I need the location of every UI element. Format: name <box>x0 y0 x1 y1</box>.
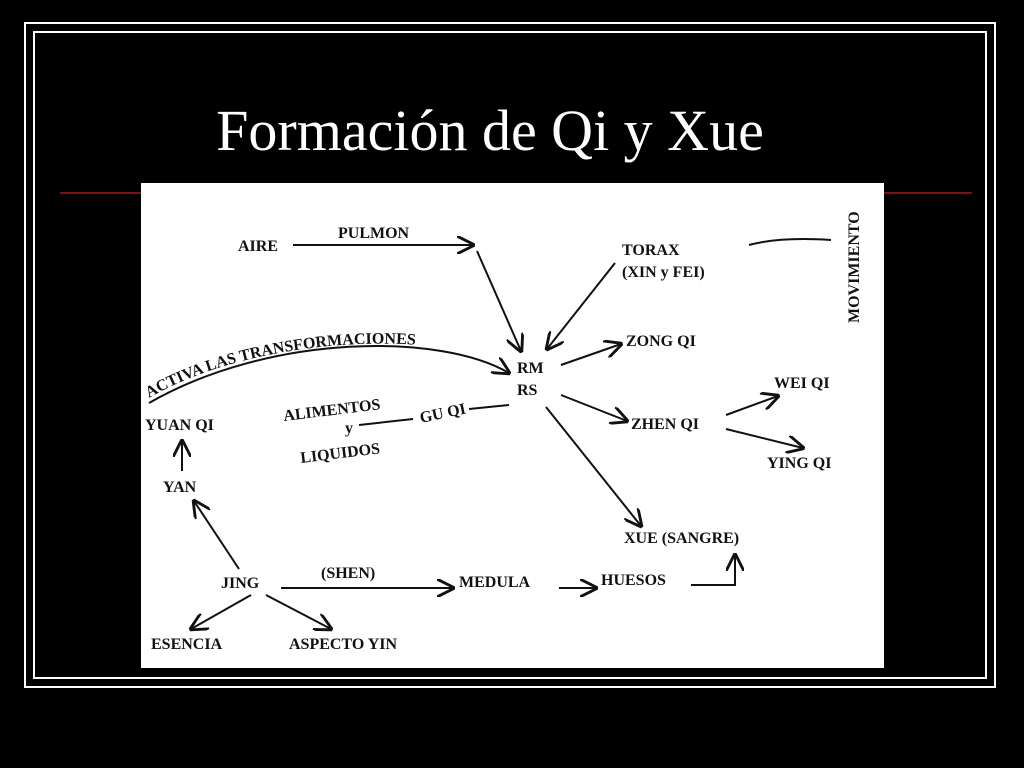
node-alimentos: ALIMENTOS <box>282 396 381 425</box>
title-rule-left <box>60 192 142 194</box>
arrow-torax-rm <box>547 262 616 349</box>
line-movimiento-torax <box>748 238 832 246</box>
diagram-panel: AIRE PULMON TORAX (XIN y FEI) MOVIMIENTO… <box>141 183 884 668</box>
slide-title: Formación de Qi y Xue <box>216 98 764 163</box>
arrow-rm-zong-qi <box>560 344 621 366</box>
node-y: y <box>345 420 353 437</box>
node-aspecto-yin: ASPECTO YIN <box>289 636 397 653</box>
node-rs: RS <box>517 382 538 399</box>
node-jing: JING <box>221 575 260 592</box>
node-gu-qi: GU QI <box>418 401 467 427</box>
node-activa-transformaciones: ACTIVA LAS TRANSFORMACIONES <box>143 331 417 402</box>
arrow-rs-zhen-qi <box>560 394 627 421</box>
arrow-activa-rm <box>148 345 509 404</box>
node-yan: YAN <box>163 479 197 496</box>
node-xin-fei: (XIN y FEI) <box>622 264 705 281</box>
node-rm: RM <box>517 360 544 377</box>
node-zong-qi: ZONG QI <box>626 333 696 350</box>
slide-inner-border <box>33 31 987 679</box>
line-gu-qi-rs <box>468 404 510 410</box>
node-aire: AIRE <box>238 238 278 255</box>
node-liquidos: LIQUIDOS <box>299 440 381 467</box>
node-zhen-qi: ZHEN QI <box>631 416 699 433</box>
node-ying-qi: YING QI <box>767 455 831 472</box>
arrow-jing-yan <box>194 501 240 570</box>
arrow-rs-xue <box>545 406 641 526</box>
arrow-pulmon-rm <box>476 250 521 351</box>
arrow-huesos-xue <box>691 555 735 586</box>
activa-text-path: ACTIVA LAS TRANSFORMACIONES <box>143 331 417 402</box>
node-wei-qi: WEI QI <box>774 375 830 392</box>
node-xue: XUE (SANGRE) <box>624 530 739 547</box>
arrow-jing-aspecto-yin <box>265 594 331 629</box>
qi-xue-diagram: AIRE PULMON TORAX (XIN y FEI) MOVIMIENTO… <box>143 211 863 653</box>
node-esencia: ESENCIA <box>151 636 223 653</box>
arrow-zhen-qi-ying-qi <box>725 428 803 448</box>
node-shen: (SHEN) <box>321 565 375 582</box>
node-yuan-qi: YUAN QI <box>145 417 214 434</box>
node-torax: TORAX <box>622 242 680 259</box>
node-medula: MEDULA <box>459 574 531 591</box>
title-rule-right <box>884 192 972 194</box>
arrow-jing-esencia <box>191 594 252 629</box>
line-liquidos-gu-qi <box>358 418 414 426</box>
slide-outer-border <box>24 22 996 688</box>
arrow-zhen-qi-wei-qi <box>725 396 778 416</box>
node-pulmon: PULMON <box>338 225 410 242</box>
node-huesos: HUESOS <box>601 572 666 589</box>
node-movimiento: MOVIMIENTO <box>846 211 863 323</box>
